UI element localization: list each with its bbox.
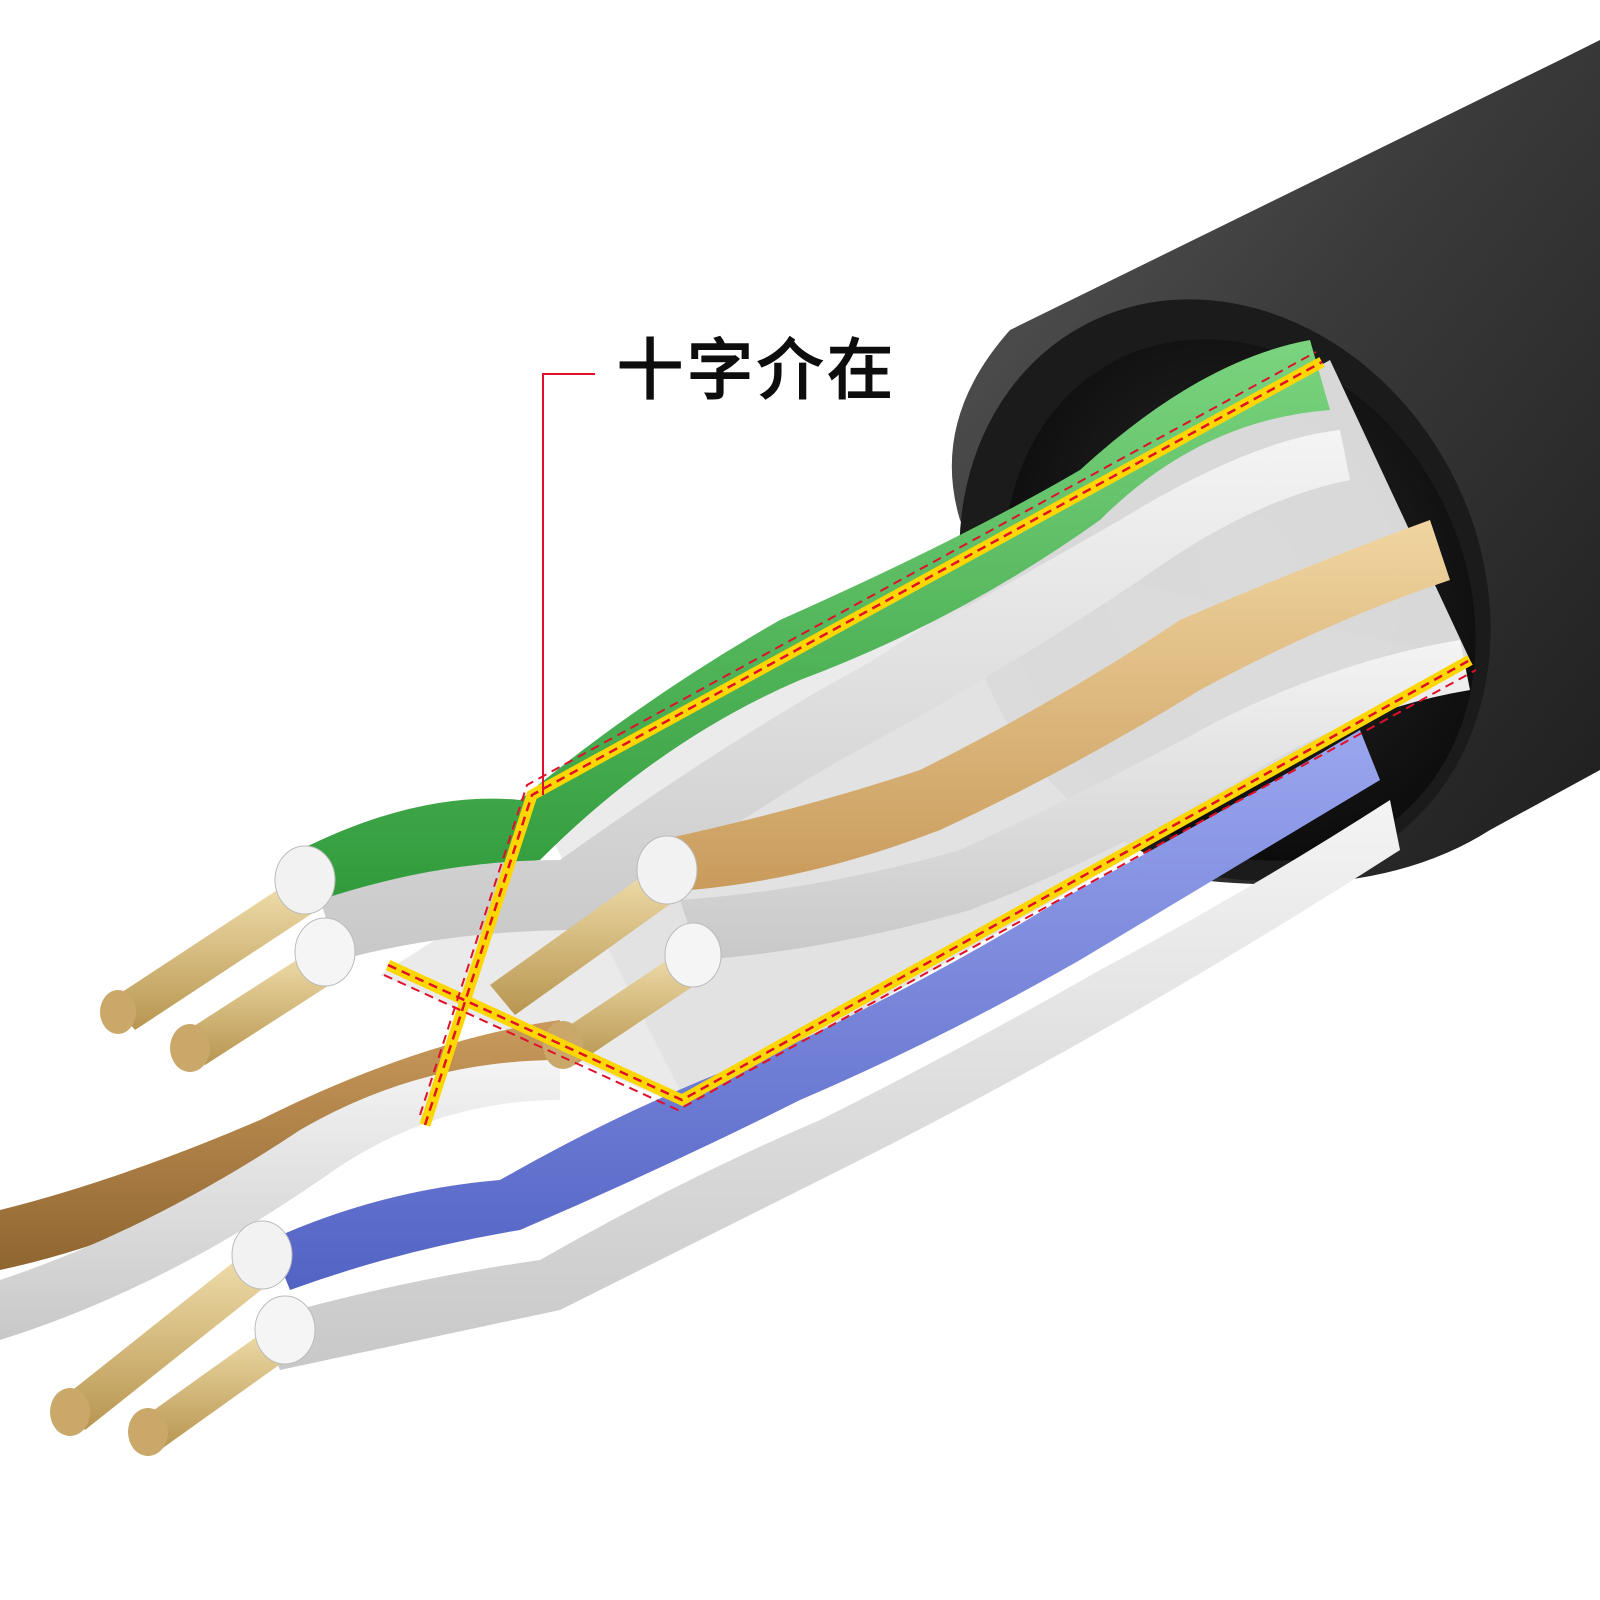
conductor-end (170, 1024, 210, 1072)
callout-leader-line (542, 373, 595, 795)
pair-blue (260, 730, 1400, 1370)
conductors (50, 835, 722, 1456)
callout-label: 十字介在 (617, 332, 897, 409)
conductor-end (50, 1388, 90, 1436)
conductor-end (100, 990, 136, 1034)
conductor-blue (60, 1245, 280, 1430)
pair-orange (660, 520, 1470, 960)
pair-green (300, 340, 1350, 960)
pair-brown (0, 1020, 560, 1340)
separator-highlight (383, 351, 1477, 1127)
conductor-end (128, 1408, 168, 1456)
conductor-green (110, 875, 325, 1030)
conductor-blue-white (140, 1320, 300, 1450)
conductor-orange (490, 860, 690, 1015)
